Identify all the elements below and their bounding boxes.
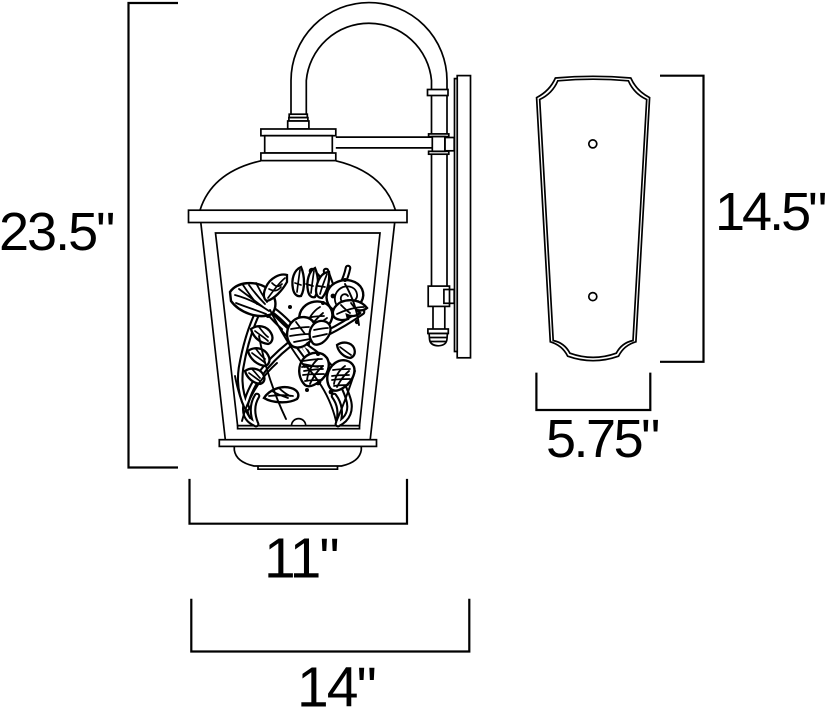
svg-text:14.5": 14.5" bbox=[715, 182, 825, 242]
svg-text:5.75": 5.75" bbox=[546, 409, 658, 469]
svg-text:23.5": 23.5" bbox=[0, 202, 113, 262]
svg-text:14": 14" bbox=[297, 656, 375, 717]
svg-text:11": 11" bbox=[264, 527, 338, 591]
